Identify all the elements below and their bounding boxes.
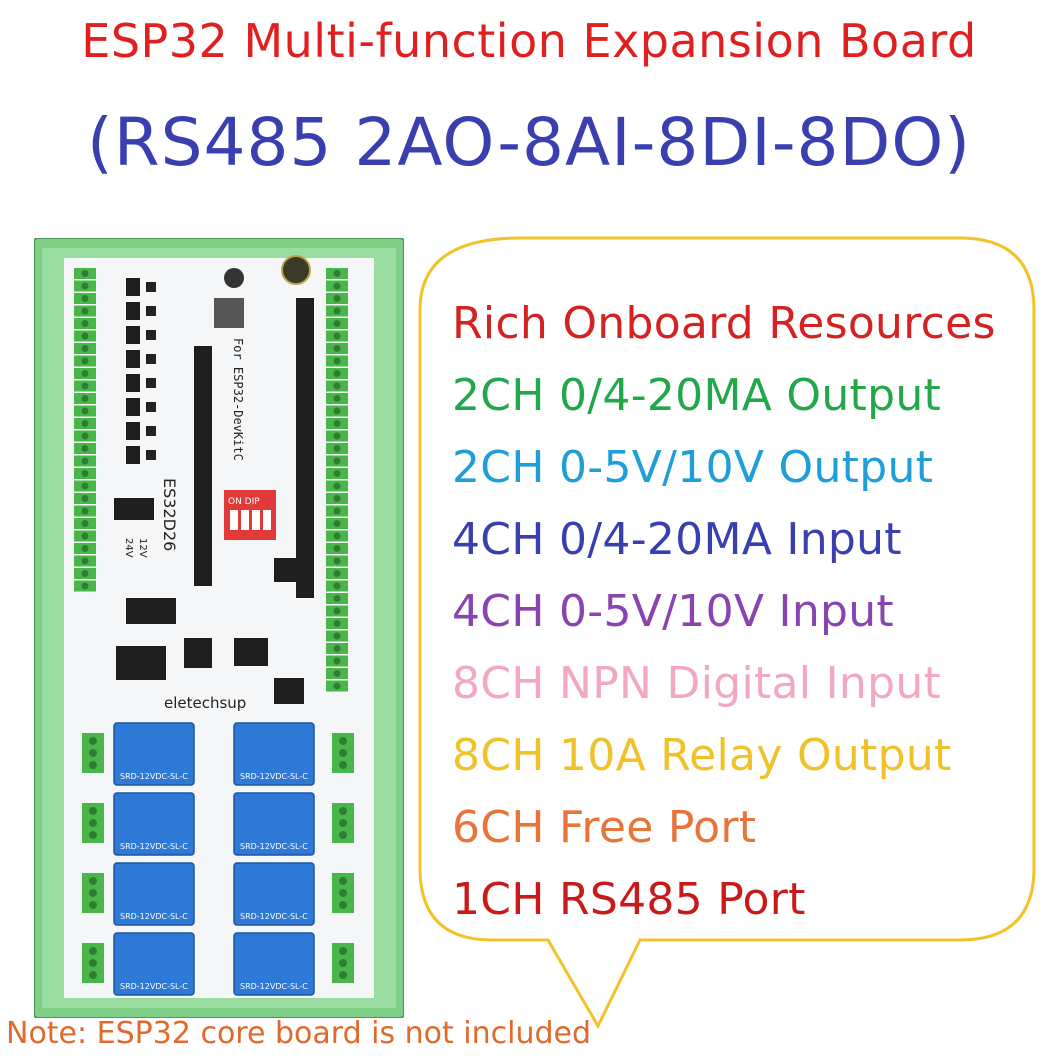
ic-chip <box>184 638 212 668</box>
feature-item: 8CH 10A Relay Output <box>452 730 952 781</box>
relay-marking: SRD-12VDC-SL-C <box>240 912 308 921</box>
relay-marking: SRD-12VDC-SL-C <box>240 842 308 851</box>
dip-label: ON DIP <box>228 497 260 507</box>
optocoupler <box>126 302 140 320</box>
optocoupler <box>126 446 140 464</box>
capacitor <box>281 255 311 285</box>
feature-item: 2CH 0-5V/10V Output <box>452 442 934 493</box>
optocoupler <box>126 398 140 416</box>
page-title: ESP32 Multi-function Expansion Board <box>81 14 977 68</box>
relay-marking: SRD-12VDC-SL-C <box>120 912 188 921</box>
relay-marking: SRD-12VDC-SL-C <box>240 772 308 781</box>
optocoupler <box>126 350 140 368</box>
relay-marking: SRD-12VDC-SL-C <box>120 842 188 851</box>
optocoupler <box>126 326 140 344</box>
feature-item: 4CH 0-5V/10V Input <box>452 586 894 637</box>
relay <box>233 792 315 856</box>
relay <box>113 862 195 926</box>
left-terminal-block <box>74 268 96 592</box>
ic-chip <box>274 678 304 704</box>
feature-list: Rich Onboard Resources 2CH 0/4-20MA Outpu… <box>452 288 996 936</box>
model-label: ES32D26 <box>160 478 179 551</box>
disclaimer-note: Note: ESP32 core board is not included <box>6 1016 592 1051</box>
feature-item: 4CH 0/4-20MA Input <box>452 514 902 565</box>
relay <box>113 792 195 856</box>
ic-chip <box>114 498 154 520</box>
inductor <box>214 298 244 328</box>
relay <box>113 932 195 996</box>
core-slot-label: For ESP32-DevKitC <box>231 338 245 461</box>
relay-marking: SRD-12VDC-SL-C <box>240 982 308 991</box>
feature-item: 8CH NPN Digital Input <box>452 658 942 709</box>
optocoupler <box>126 422 140 440</box>
power-option-24v: 24V <box>123 538 134 558</box>
feature-item: 1CH RS485 Port <box>452 874 806 925</box>
relay <box>233 862 315 926</box>
relay-marking: SRD-12VDC-SL-C <box>120 772 188 781</box>
right-terminal-block <box>326 268 348 692</box>
relay <box>113 722 195 786</box>
optocoupler <box>126 374 140 392</box>
esp32-header-left <box>194 346 212 586</box>
feature-item: 6CH Free Port <box>452 802 757 853</box>
relay <box>233 722 315 786</box>
esp32-header-right <box>296 298 314 598</box>
board-photo: For ESP32-DevKitC ON DIP ES32D26 12V 24V… <box>34 238 404 1018</box>
optocoupler <box>126 278 140 296</box>
brand-label: eletechsup <box>164 694 246 712</box>
ic-chip <box>234 638 268 666</box>
page-subtitle: (RS485 2AO-8AI-8DI-8DO) <box>86 104 972 181</box>
ic-chip <box>126 598 176 624</box>
ic-chip <box>274 558 302 582</box>
relay-marking: SRD-12VDC-SL-C <box>120 982 188 991</box>
ic-chip <box>116 646 166 680</box>
feature-heading: Rich Onboard Resources <box>452 298 996 349</box>
relay <box>233 932 315 996</box>
power-option-12v: 12V <box>137 538 148 558</box>
feature-item: 2CH 0/4-20MA Output <box>452 370 942 421</box>
